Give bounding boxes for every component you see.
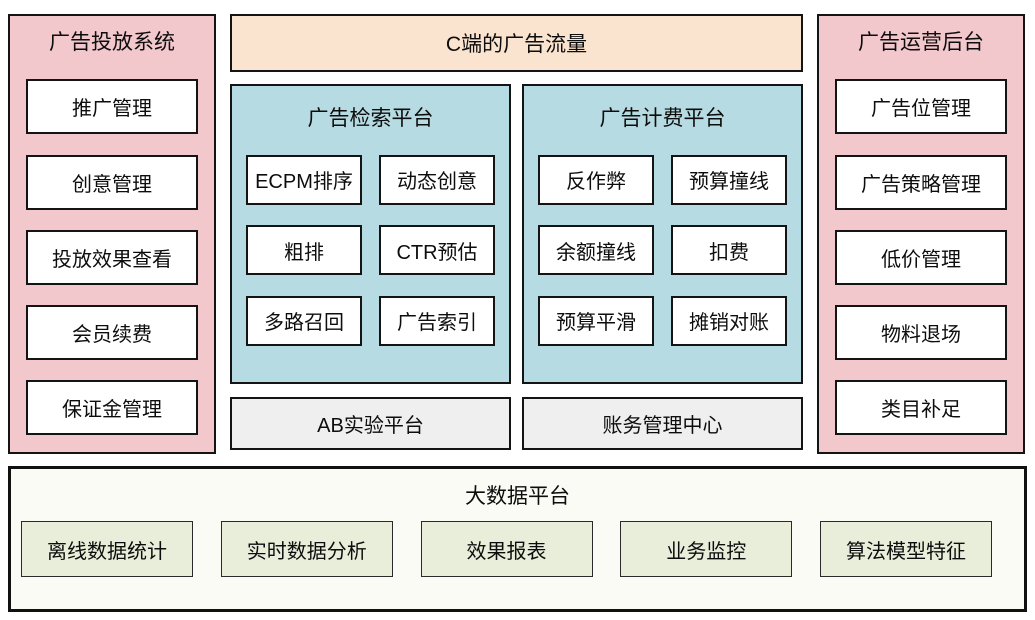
module-box-deposit-management: 保证金管理 — [26, 379, 198, 435]
module-box-coarse-ranking: 粗排 — [246, 225, 362, 275]
module-box-budget-smoothing: 预算平滑 — [538, 295, 654, 346]
module-box-budget-cap: 预算撞线 — [671, 154, 787, 205]
module-box-realtime-data-analysis: 实时数据分析 — [220, 521, 393, 577]
platforms-row: 广告检索平台 ECPM排序 动态创意 粗排 CTR预估 多路召回 广告索引 广告… — [230, 84, 803, 384]
module-box-algorithm-model-features: 算法模型特征 — [820, 521, 992, 577]
module-box-category-supplement: 类目补足 — [835, 379, 1007, 435]
middle-column: C端的广告流量 广告检索平台 ECPM排序 动态创意 粗排 CTR预估 多路召回… — [230, 14, 803, 454]
ad-retrieval-modules-grid: ECPM排序 动态创意 粗排 CTR预估 多路召回 广告索引 — [246, 134, 495, 366]
panel-ad-operations-backend: 广告运营后台 广告位管理 广告策略管理 低价管理 物料退场 类目补足 — [817, 14, 1025, 454]
module-box-anti-cheating: 反作弊 — [538, 154, 654, 205]
support-platforms-row: AB实验平台 账务管理中心 — [230, 397, 803, 450]
module-box-multi-channel-recall: 多路召回 — [246, 295, 362, 346]
module-box-delivery-effect-view: 投放效果查看 — [26, 229, 198, 285]
panel-ad-billing-platform: 广告计费平台 反作弊 预算撞线 余额撞线 扣费 预算平滑 摊销对账 — [522, 84, 803, 384]
ad-operations-backend-title: 广告运营后台 — [858, 31, 984, 54]
panel-ad-delivery-system: 广告投放系统 推广管理 创意管理 投放效果查看 会员续费 保证金管理 — [8, 14, 216, 454]
module-box-promotion-management: 推广管理 — [26, 79, 198, 135]
module-box-ctr-estimation: CTR预估 — [379, 225, 495, 275]
module-box-creative-management: 创意管理 — [26, 154, 198, 210]
module-box-material-withdrawal: 物料退场 — [835, 304, 1007, 360]
panel-big-data-platform: 大数据平台 离线数据统计 实时数据分析 效果报表 业务监控 算法模型特征 — [8, 466, 1027, 612]
module-box-fee-deduction: 扣费 — [671, 225, 787, 275]
big-data-modules-row: 离线数据统计 实时数据分析 效果报表 业务监控 算法模型特征 — [11, 519, 1024, 577]
module-box-ad-slot-management: 广告位管理 — [835, 79, 1007, 135]
big-data-platform-title: 大数据平台 — [465, 485, 570, 508]
ad-retrieval-platform-title: 广告检索平台 — [307, 107, 434, 130]
module-box-dynamic-creative: 动态创意 — [379, 154, 495, 205]
module-box-balance-cap: 余额撞线 — [538, 225, 654, 275]
c-side-ad-traffic-box: C端的广告流量 — [230, 14, 803, 72]
module-box-low-price-management: 低价管理 — [835, 229, 1007, 285]
ab-test-platform-box: AB实验平台 — [230, 397, 511, 450]
panel-ad-retrieval-platform: 广告检索平台 ECPM排序 动态创意 粗排 CTR预估 多路召回 广告索引 — [230, 84, 511, 384]
module-box-offline-data-statistics: 离线数据统计 — [21, 521, 193, 577]
module-box-ad-strategy-management: 广告策略管理 — [835, 154, 1007, 210]
top-row: 广告投放系统 推广管理 创意管理 投放效果查看 会员续费 保证金管理 C端的广告… — [8, 14, 1025, 454]
module-box-business-monitoring: 业务监控 — [620, 521, 793, 577]
ad-billing-modules-grid: 反作弊 预算撞线 余额撞线 扣费 预算平滑 摊销对账 — [538, 134, 787, 366]
module-box-amortization-reconciliation: 摊销对账 — [671, 295, 787, 346]
ad-billing-platform-title: 广告计费平台 — [599, 107, 726, 130]
finance-management-center-box: 账务管理中心 — [522, 397, 803, 450]
module-box-member-renewal: 会员续费 — [26, 304, 198, 360]
ad-delivery-system-title: 广告投放系统 — [49, 31, 175, 54]
module-box-effect-report: 效果报表 — [420, 521, 593, 577]
module-box-ecpm-ranking: ECPM排序 — [246, 154, 362, 205]
module-box-ad-index: 广告索引 — [379, 295, 495, 346]
